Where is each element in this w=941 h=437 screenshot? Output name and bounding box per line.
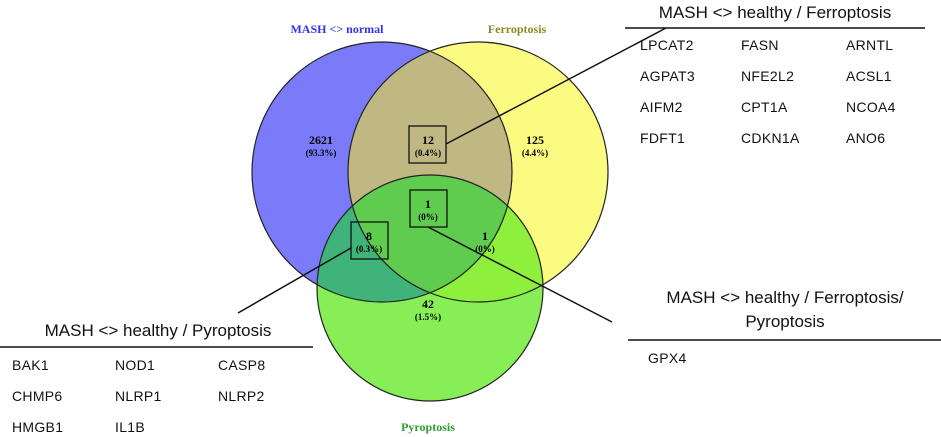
count-pyro-only: 42: [422, 297, 434, 311]
gene: CPT1A: [741, 99, 788, 115]
label-pyroptosis: Pyroptosis: [401, 420, 455, 434]
gene: ANO6: [846, 130, 885, 146]
count-mash-pyro: 8: [366, 229, 372, 243]
count-mash-ferro: 12: [422, 133, 434, 147]
count-ferro-pyro: 1: [482, 229, 488, 243]
table-ferroptosis-title: MASH <> healthy / Ferroptosis: [659, 3, 891, 22]
pct-ferro-pyro: (0%): [475, 244, 495, 254]
pct-mash-only: (93.3%): [306, 148, 337, 158]
connector-ferroptosis: [445, 27, 667, 145]
gene: BAK1: [12, 357, 49, 373]
gene: NLRP2: [218, 388, 265, 404]
gene: ARNTL: [846, 37, 893, 53]
table-ferroptosis-genes: LPCAT2 FASN ARNTL AGPAT3 NFE2L2 ACSL1 AI…: [640, 37, 896, 146]
gene: NFE2L2: [741, 68, 794, 84]
gene: CDKN1A: [741, 130, 800, 146]
connector-all-three: [427, 226, 613, 323]
gene: LPCAT2: [640, 37, 694, 53]
table-all-three-title-line1: MASH <> healthy / Ferroptosis/: [666, 288, 903, 307]
pct-mash-pyro: (0.3%): [356, 244, 382, 254]
label-ferroptosis: Ferroptosis: [488, 22, 547, 36]
gene: NCOA4: [846, 99, 896, 115]
gene: HMGB1: [12, 419, 63, 435]
gene: NLRP1: [115, 388, 162, 404]
count-ferro-only: 125: [526, 133, 544, 147]
box-mash-ferro: [408, 125, 447, 164]
gene: FDFT1: [640, 130, 685, 146]
count-all-three: 1: [425, 197, 431, 211]
table-all-three-title-line2: Pyroptosis: [745, 312, 824, 331]
connector-pyroptosis: [237, 247, 352, 314]
gene: NOD1: [115, 357, 155, 373]
gene: CASP8: [218, 357, 265, 373]
table-pyroptosis-title: MASH <> healthy / Pyroptosis: [45, 321, 272, 340]
overlap-all-three: [348, 175, 512, 302]
label-mash-normal: MASH <> normal: [290, 22, 384, 36]
gene: ACSL1: [846, 68, 892, 84]
gene: IL1B: [115, 419, 145, 435]
count-mash-only: 2621: [309, 133, 333, 147]
pct-ferro-only: (4.4%): [522, 148, 548, 158]
gene: CHMP6: [12, 388, 63, 404]
box-mash-pyro: [350, 221, 389, 260]
pct-mash-ferro: (0.4%): [415, 148, 441, 158]
pct-all-three: (0%): [418, 212, 438, 222]
gene: AGPAT3: [640, 68, 695, 84]
gene: FASN: [741, 37, 779, 53]
gene: GPX4: [648, 350, 687, 366]
gene: AIFM2: [640, 99, 683, 115]
table-pyroptosis-genes: BAK1 NOD1 CASP8 CHMP6 NLRP1 NLRP2 HMGB1 …: [12, 357, 265, 435]
pct-pyro-only: (1.5%): [415, 312, 441, 322]
